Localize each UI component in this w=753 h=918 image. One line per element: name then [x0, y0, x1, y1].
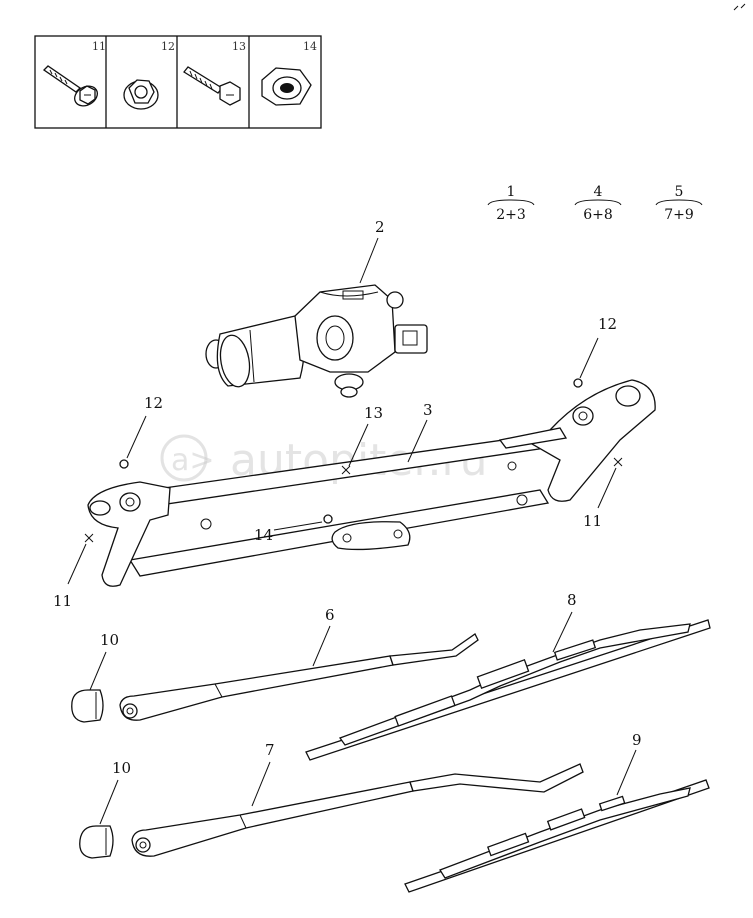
key-number-11: 11 [92, 40, 106, 53]
wiper-arm-upper [119, 633, 479, 721]
callout-label-12-right: 12 [598, 315, 617, 333]
key-number-12: 12 [161, 40, 175, 53]
flange-nut-icon [123, 79, 159, 110]
callout-nut-left: 12 [126, 394, 163, 459]
assembly-total-5: 5 [675, 184, 684, 200]
callout-label-8: 8 [567, 591, 577, 609]
corner-mark [733, 3, 746, 11]
wiper-linkage [87, 379, 656, 587]
callout-label-13: 13 [364, 404, 383, 422]
key-number-14: 14 [303, 40, 317, 53]
svg-text:a>: a> [171, 443, 215, 478]
assembly-total-4: 4 [594, 184, 603, 200]
wiper-motor [205, 284, 428, 398]
bolt-right-marker [613, 457, 623, 467]
callout-cap-lower: 10 [99, 759, 131, 825]
callout-bolt-right: 11 [583, 467, 617, 530]
callout-motor: 2 [359, 218, 385, 284]
callout-blade-lower: 9 [616, 731, 642, 796]
hardware-key-table: 11 12 13 14 [34, 35, 322, 129]
assembly-group-4: 4 6+8 [574, 184, 622, 223]
callout-label-2: 2 [375, 218, 385, 236]
callout-label-7: 7 [265, 741, 275, 759]
assembly-parts-4: 6+8 [583, 207, 613, 223]
flange-bolt-icon [42, 65, 98, 107]
wiper-blade-upper [305, 619, 711, 761]
assembly-total-1: 1 [507, 184, 516, 200]
callout-arm-lower: 7 [251, 741, 275, 807]
callout-bolt-left: 11 [53, 543, 87, 610]
callout-bolt-center: 13 [348, 404, 383, 467]
wiper-arm-lower [131, 763, 584, 857]
hex-nut-icon [261, 67, 312, 106]
assembly-group-1: 1 2+3 [487, 184, 535, 223]
callout-blade-upper: 8 [552, 591, 577, 653]
assembly-parts-5: 7+9 [664, 207, 694, 223]
callout-label-6: 6 [325, 606, 335, 624]
callout-label-14: 14 [254, 526, 273, 544]
callout-label-10-lower: 10 [112, 759, 131, 777]
callout-linkage: 3 [407, 401, 433, 463]
callout-label-12-left: 12 [144, 394, 163, 412]
bolt-center-marker [341, 465, 351, 475]
callout-label-10-upper: 10 [100, 631, 119, 649]
callout-label-11-right: 11 [583, 512, 602, 530]
bolt-left-marker [84, 533, 94, 543]
callout-nut-right: 12 [579, 315, 617, 379]
nut-right-marker [573, 378, 583, 388]
arm-cap-lower [79, 825, 114, 859]
assembly-group-5: 5 7+9 [655, 184, 703, 223]
bolt-icon [183, 66, 241, 106]
arm-cap-upper [71, 689, 104, 723]
callout-arm-upper: 6 [312, 606, 335, 667]
wiper-blade-lower [404, 779, 710, 893]
key-number-13: 13 [232, 40, 246, 53]
callout-label-3: 3 [423, 401, 433, 419]
nut-left-marker [119, 459, 129, 469]
nut-center-marker [323, 514, 333, 524]
callout-label-9: 9 [632, 731, 642, 749]
callout-label-11-left: 11 [53, 592, 72, 610]
callout-nut-center: 14 [254, 521, 323, 544]
callout-cap-upper: 10 [89, 631, 119, 691]
assembly-parts-1: 2+3 [496, 207, 526, 223]
